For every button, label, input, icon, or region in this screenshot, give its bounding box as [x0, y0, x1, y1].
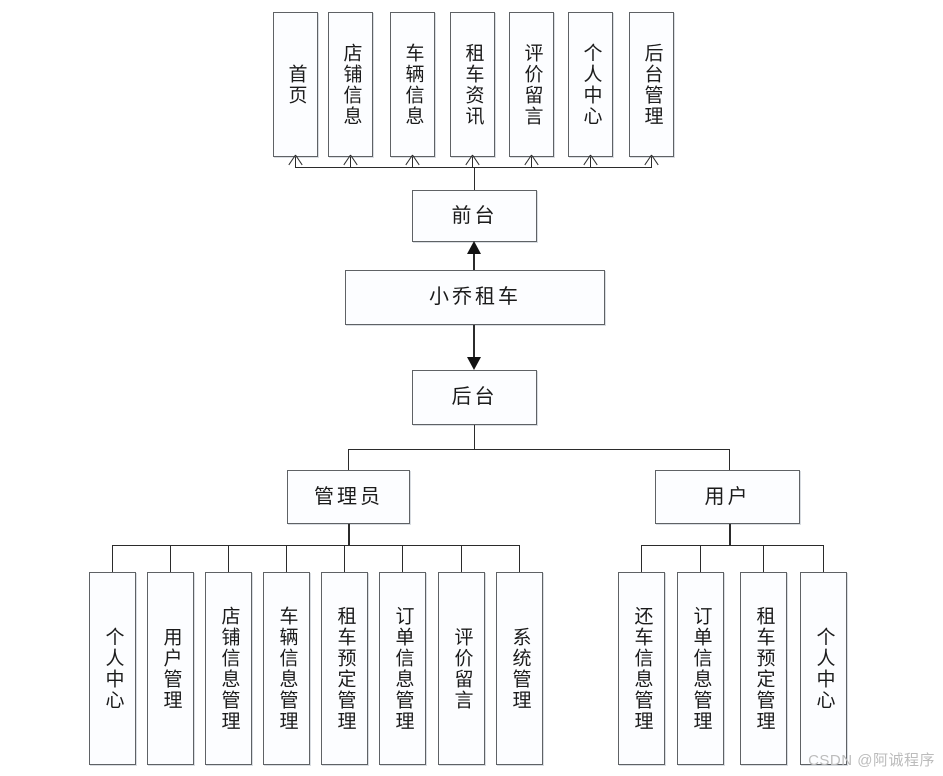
frontend-item-label: 评价留言	[521, 42, 543, 127]
frontend-item-label: 租车资讯	[462, 42, 484, 127]
root-to-backend-arrow-icon	[467, 357, 481, 370]
frontend-item-0[interactable]: 首页	[273, 12, 318, 157]
frontend-arrow-3-icon	[466, 155, 479, 166]
admin-item-5[interactable]: 订单信息管理	[379, 572, 426, 765]
frontend-label: 前台	[451, 204, 498, 227]
user-bus-line	[641, 545, 823, 546]
admin-item-0[interactable]: 个人中心	[89, 572, 136, 765]
watermark: CSDN @阿诚程序	[808, 752, 935, 769]
user-item-3[interactable]: 个人中心	[800, 572, 847, 765]
frontend-item-6[interactable]: 后台管理	[629, 12, 674, 157]
frontend-item-label: 后台管理	[641, 42, 663, 127]
user-item-label: 还车信息管理	[631, 605, 653, 732]
frontend-arrow-0-icon	[289, 155, 302, 166]
frontend-stem-line	[474, 167, 475, 191]
frontend-item-label: 车辆信息	[402, 42, 424, 127]
admin-child-drop-1	[170, 545, 171, 572]
admin-item-label: 店铺信息管理	[218, 605, 240, 732]
admin-item-label: 租车预定管理	[334, 605, 356, 732]
user-item-label: 租车预定管理	[753, 605, 775, 732]
admin-item-label: 用户管理	[160, 626, 182, 711]
user-stem-line	[729, 524, 731, 546]
frontend-bus-line	[295, 167, 652, 168]
root-to-backend-line	[473, 325, 475, 357]
root-label: 小乔租车	[429, 286, 521, 309]
admin-child-drop-3	[286, 545, 287, 572]
frontend-item-3[interactable]: 租车资讯	[450, 12, 495, 157]
user-child-drop-2	[763, 545, 764, 572]
root-to-frontend-line	[473, 253, 475, 271]
admin-drop-line	[348, 449, 349, 470]
user-item-label: 订单信息管理	[690, 605, 712, 732]
user-child-drop-3	[823, 545, 824, 572]
role-user-node[interactable]: 用户	[655, 470, 800, 524]
admin-item-6[interactable]: 评价留言	[438, 572, 485, 765]
roles-bus-line	[348, 449, 730, 450]
frontend-item-1[interactable]: 店铺信息	[328, 12, 373, 157]
root-node[interactable]: 小乔租车	[345, 270, 605, 325]
user-child-drop-0	[641, 545, 642, 572]
admin-bus-line	[112, 545, 519, 546]
frontend-arrow-4-icon	[525, 155, 538, 166]
frontend-arrow-6-icon	[645, 155, 658, 166]
admin-child-drop-4	[344, 545, 345, 572]
backend-node[interactable]: 后台	[412, 370, 537, 425]
admin-stem-line	[348, 524, 350, 546]
user-drop-line	[729, 449, 730, 470]
user-item-2[interactable]: 租车预定管理	[740, 572, 787, 765]
admin-item-label: 评价留言	[451, 626, 473, 711]
user-child-drop-1	[700, 545, 701, 572]
backend-stem-line	[474, 425, 475, 449]
admin-item-2[interactable]: 店铺信息管理	[205, 572, 252, 765]
admin-child-drop-0	[112, 545, 113, 572]
admin-item-1[interactable]: 用户管理	[147, 572, 194, 765]
admin-child-drop-5	[402, 545, 403, 572]
frontend-item-5[interactable]: 个人中心	[568, 12, 613, 157]
role-admin-label: 管理员	[314, 485, 383, 508]
role-user-label: 用户	[704, 485, 751, 508]
admin-item-label: 订单信息管理	[392, 605, 414, 732]
user-item-label: 个人中心	[813, 626, 835, 711]
frontend-arrow-2-icon	[406, 155, 419, 166]
admin-item-4[interactable]: 租车预定管理	[321, 572, 368, 765]
user-item-0[interactable]: 还车信息管理	[618, 572, 665, 765]
admin-item-label: 个人中心	[102, 626, 124, 711]
frontend-item-label: 店铺信息	[340, 42, 362, 127]
user-item-1[interactable]: 订单信息管理	[677, 572, 724, 765]
backend-label: 后台	[451, 386, 498, 409]
frontend-node[interactable]: 前台	[412, 190, 537, 242]
frontend-item-label: 首页	[285, 63, 307, 106]
frontend-item-2[interactable]: 车辆信息	[390, 12, 435, 157]
admin-item-3[interactable]: 车辆信息管理	[263, 572, 310, 765]
frontend-item-4[interactable]: 评价留言	[509, 12, 554, 157]
frontend-arrow-5-icon	[584, 155, 597, 166]
admin-child-drop-7	[519, 545, 520, 572]
frontend-item-label: 个人中心	[580, 42, 602, 127]
admin-child-drop-6	[461, 545, 462, 572]
admin-child-drop-2	[228, 545, 229, 572]
admin-item-label: 系统管理	[509, 626, 531, 711]
admin-item-7[interactable]: 系统管理	[496, 572, 543, 765]
frontend-arrow-1-icon	[344, 155, 357, 166]
role-admin-node[interactable]: 管理员	[287, 470, 410, 524]
admin-item-label: 车辆信息管理	[276, 605, 298, 732]
root-to-frontend-arrow-icon	[467, 241, 481, 254]
